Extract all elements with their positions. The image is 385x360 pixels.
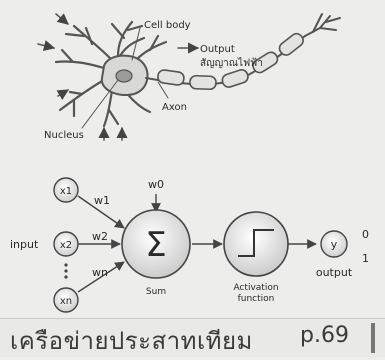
activation-node [224,212,288,276]
output-value-1: 1 [362,252,369,265]
input-label: input [10,238,39,251]
weight-wn-label: wn [92,266,108,279]
neuron-illustration [38,14,340,140]
nucleus-label: Nucleus [44,130,84,141]
output-node-label: y [331,238,338,251]
diagram: Cell body Output สัญญาณไฟฟ้า Axon Nucleu… [0,0,385,318]
weight-w2-label: w2 [92,230,108,243]
sum-label: Sum [146,287,166,297]
footer-divider [371,323,375,353]
output-label: output [316,266,353,279]
input-x1-label: x1 [60,186,72,197]
input-x2-label: x2 [60,240,72,251]
output-label-en: Output [200,44,235,55]
axon-label: Axon [162,102,187,113]
activation-label-line1: Activation [233,283,278,293]
cell-body-label: Cell body [144,20,191,31]
activation-label-line2: function [238,294,275,304]
input-xn-label: xn [60,296,72,307]
output-label-th: สัญญาณไฟฟ้า [200,57,263,69]
weight-w1-label: w1 [94,194,110,207]
page-number: p.69 [300,323,349,348]
vertical-ellipsis [64,263,67,278]
bias-w0-label: w0 [148,178,164,191]
output-value-0: 0 [362,228,369,241]
footer-bar: เครือข่ายประสาทเทียม p.69 [0,318,385,357]
axon-terminals [305,14,340,36]
sum-symbol: Σ [145,225,166,265]
footer-title: เครือข่ายประสาทเทียม [10,321,253,360]
